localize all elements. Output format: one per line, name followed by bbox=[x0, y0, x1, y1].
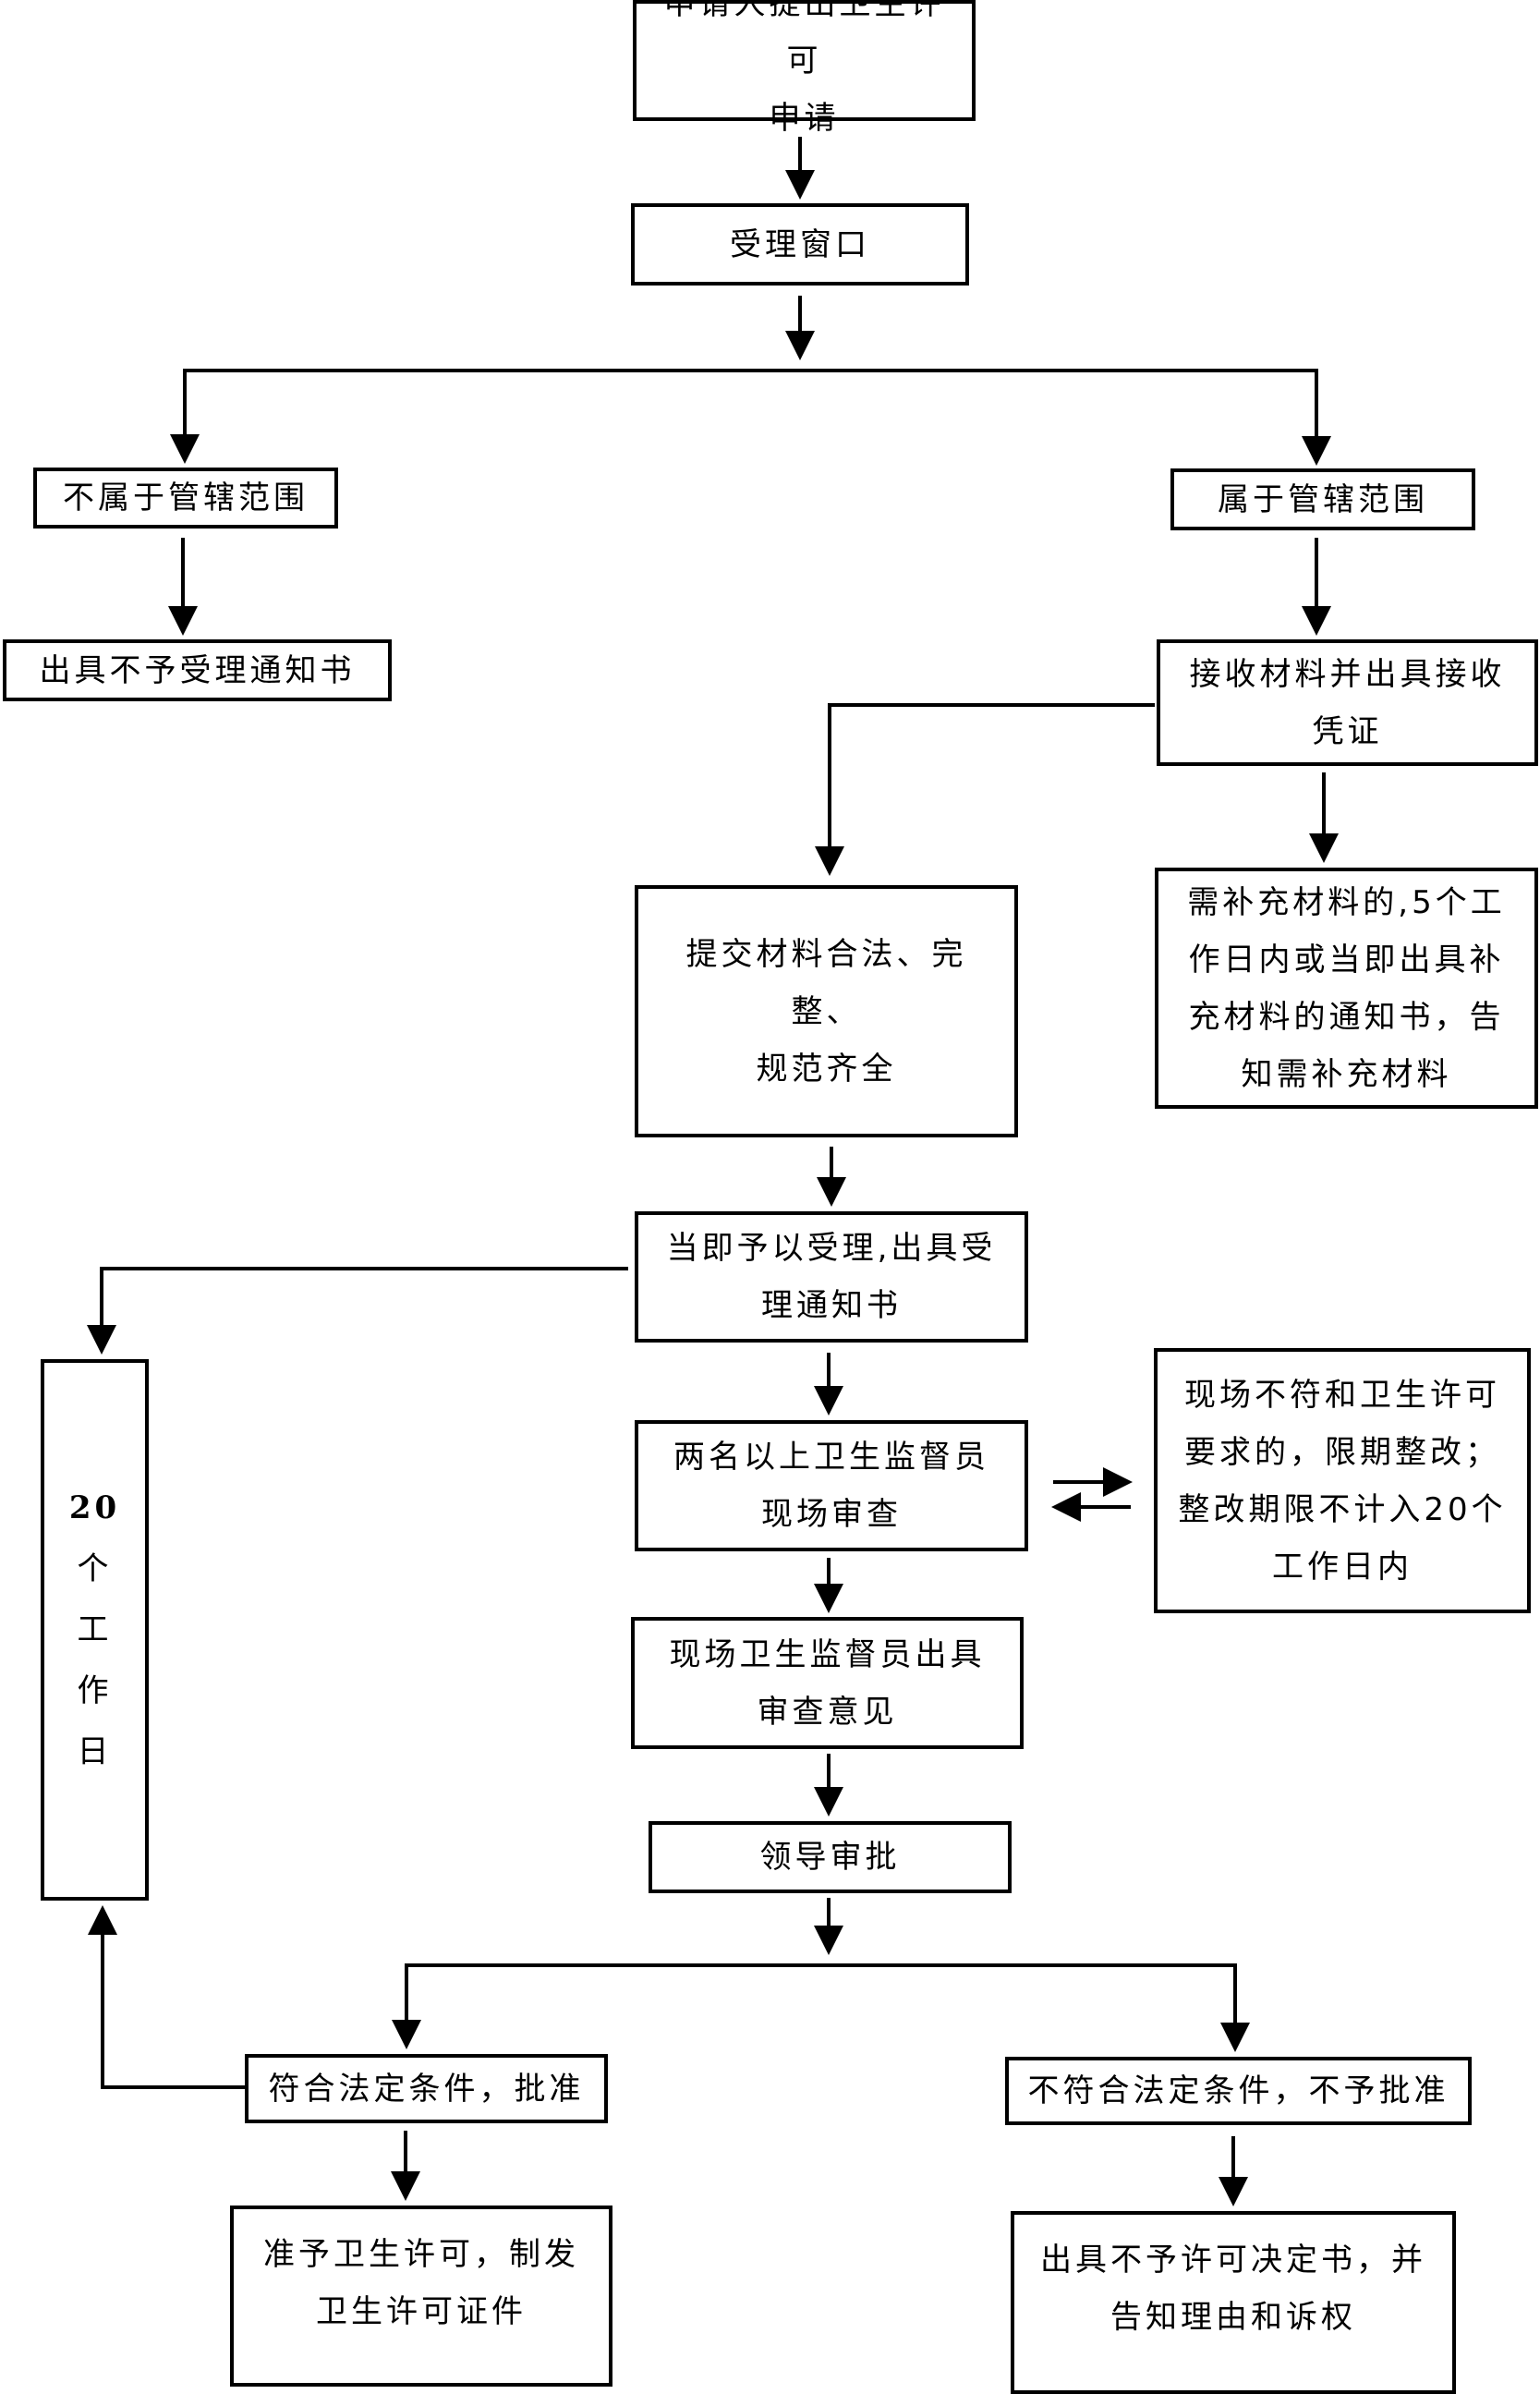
branch-scope bbox=[183, 369, 1318, 460]
node-line: 要求的，限期整改； bbox=[1183, 1433, 1500, 1471]
timeline-char: 作 bbox=[77, 1672, 113, 1709]
node-line: 整改期限不计入20个 bbox=[1178, 1490, 1507, 1528]
node-line: 凭证 bbox=[1312, 712, 1383, 750]
node-line: 不属于管辖范围 bbox=[63, 480, 309, 516]
node-in-scope: 属于管辖范围 bbox=[1170, 468, 1475, 530]
timeline-char: 工 bbox=[77, 1611, 113, 1648]
node-line: 准予卫生许可，制发 bbox=[263, 2236, 579, 2273]
node-line: 现场不符和卫生许可 bbox=[1183, 1376, 1500, 1414]
node-line: 当即予以受理,出具受 bbox=[666, 1230, 997, 1267]
node-line: 符合法定条件，批准 bbox=[268, 2070, 585, 2108]
node-line: 告知理由和诉权 bbox=[1110, 2299, 1356, 2336]
node-window: 受理窗口 bbox=[631, 203, 969, 286]
node-supplement: 需补充材料的,5个工作日内或当即出具补充材料的通知书，告知需补充材料 bbox=[1155, 868, 1538, 1109]
timeline-char: 日 bbox=[77, 1733, 113, 1770]
node-line: 出具不予受理通知书 bbox=[39, 651, 356, 689]
node-opinion: 现场卫生监督员出具审查意见 bbox=[631, 1617, 1024, 1749]
node-deny: 不符合法定条件，不予批准 bbox=[1005, 2057, 1472, 2125]
node-line: 申请 bbox=[769, 99, 840, 137]
node-rectify: 现场不符和卫生许可要求的，限期整改； 整改期限不计入20个工作日内 bbox=[1154, 1348, 1531, 1613]
timeline-number: 20 bbox=[68, 1489, 121, 1526]
node-apply: 申请人提出卫生许可申请 bbox=[633, 0, 976, 137]
node-line: 领导审批 bbox=[759, 1839, 901, 1876]
node-line: 现场卫生监督员出具 bbox=[669, 1635, 986, 1673]
node-deny-notice: 出具不予许可决定书，并告知理由和诉权 bbox=[1011, 2211, 1456, 2394]
connector-accept-to-timeline bbox=[87, 1267, 628, 1355]
node-line: 受理窗口 bbox=[730, 225, 870, 263]
timeline-char: 个 bbox=[77, 1550, 113, 1587]
node-line: 需补充材料的,5个工 bbox=[1187, 883, 1506, 921]
node-line: 规范齐全 bbox=[756, 1050, 897, 1088]
node-line: 理通知书 bbox=[761, 1287, 902, 1324]
node-reject-notice: 出具不予受理通知书 bbox=[3, 639, 392, 701]
node-line: 两名以上卫生监督员 bbox=[673, 1439, 989, 1476]
node-grant: 准予卫生许可，制发卫生许可证件 bbox=[230, 2206, 612, 2387]
node-line: 提交材料合法、完整、 bbox=[685, 935, 967, 1030]
node-out-of-scope: 不属于管辖范围 bbox=[33, 468, 338, 529]
node-line: 卫生许可证件 bbox=[316, 2293, 527, 2330]
node-line: 属于管辖范围 bbox=[1218, 480, 1428, 518]
node-line: 现场审查 bbox=[761, 1496, 902, 1533]
node-accept: 当即予以受理,出具受理通知书 bbox=[635, 1211, 1028, 1343]
node-leader: 领导审批 bbox=[649, 1821, 1012, 1893]
node-materials-ok: 提交材料合法、完整、规范齐全 bbox=[635, 885, 1018, 1137]
node-line: 出具不予许可决定书，并 bbox=[1040, 2242, 1426, 2279]
node-inspect: 两名以上卫生监督员现场审查 bbox=[635, 1420, 1028, 1551]
node-line: 申请人提出卫生许可 bbox=[663, 0, 945, 79]
node-line: 审查意见 bbox=[757, 1693, 898, 1731]
node-approve: 符合法定条件，批准 bbox=[245, 2054, 608, 2123]
node-line: 接收材料并出具接收 bbox=[1189, 655, 1506, 693]
node-receive: 接收材料并出具接收凭证 bbox=[1157, 639, 1538, 766]
connector-approve-to-timeline bbox=[88, 1905, 245, 2089]
node-timeline-20-days: 20 个 工 作 日 bbox=[41, 1359, 149, 1901]
node-line: 充材料的通知书，告 bbox=[1188, 998, 1505, 1036]
node-line: 作日内或当即出具补 bbox=[1188, 941, 1505, 978]
connector-receive-to-materials bbox=[815, 703, 1155, 876]
node-line: 不符合法定条件，不予批准 bbox=[1027, 2072, 1449, 2109]
node-line: 知需补充材料 bbox=[1241, 1055, 1452, 1093]
node-line: 工作日内 bbox=[1271, 1548, 1413, 1586]
